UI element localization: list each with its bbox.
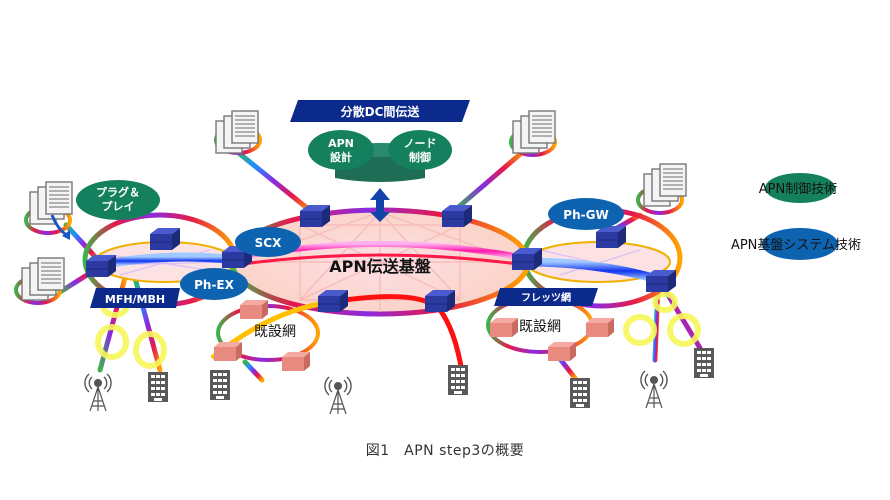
- server-icon: [512, 110, 556, 154]
- ph-gw-bubble: Ph-GW: [548, 198, 624, 230]
- legend-item-control: APN制御技術: [759, 173, 837, 203]
- network-node-icon: [645, 269, 677, 293]
- apn-transport-label: APN伝送基盤: [329, 257, 432, 276]
- server-icon: [215, 110, 259, 154]
- svg-text:APN基盤システム技術: APN基盤システム技術: [731, 238, 861, 253]
- legend: APN制御技術 APN基盤システム技術: [731, 173, 861, 260]
- legacy-network-label: 既設網: [519, 319, 561, 335]
- svg-text:APN制御技術: APN制御技術: [759, 182, 837, 197]
- legacy-ring-left: [216, 304, 320, 362]
- svg-text:設計: 設計: [330, 150, 352, 164]
- network-node-icon: [85, 254, 117, 278]
- legacy-node-icon: [490, 318, 518, 337]
- building-icon: [210, 370, 230, 400]
- svg-text:SCX: SCX: [255, 236, 282, 250]
- network-node-icon: [511, 247, 543, 271]
- network-node-icon: [149, 227, 181, 251]
- legacy-node-icon: [548, 342, 576, 361]
- antenna-icon: [640, 370, 668, 409]
- legacy-node-icon: [214, 342, 242, 361]
- antenna-icon: [84, 373, 112, 412]
- dc-banner: 分散DC間伝送: [290, 100, 470, 122]
- svg-text:Ph-GW: Ph-GW: [563, 208, 608, 222]
- legacy-network-label: 既設網: [254, 324, 296, 340]
- building-icon: [694, 348, 714, 378]
- plug-play-bubble: プラグ＆ プレイ: [76, 180, 160, 220]
- svg-text:APN: APN: [328, 137, 354, 150]
- mfh-mbh-banner: MFH/MBH: [90, 288, 180, 308]
- antenna-icon: [324, 376, 352, 415]
- svg-text:Ph-EX: Ph-EX: [194, 278, 235, 292]
- flets-banner: フレッツ網: [494, 288, 598, 306]
- figure-caption: 図1 APN step3の概要: [365, 443, 525, 459]
- svg-text:フレッツ網: フレッツ網: [521, 291, 571, 304]
- server-icon: [29, 181, 73, 225]
- building-icon: [148, 372, 168, 402]
- legacy-node-icon: [282, 352, 310, 371]
- node-control-bubble: ノード 制御: [388, 130, 452, 170]
- network-node-icon: [299, 204, 331, 228]
- scx-bubble: SCX: [235, 227, 301, 257]
- svg-text:MFH/MBH: MFH/MBH: [105, 293, 165, 306]
- building-icon: [448, 365, 468, 395]
- legend-item-infra: APN基盤システム技術: [731, 228, 861, 260]
- legacy-node-icon: [240, 300, 268, 319]
- svg-text:制御: 制御: [409, 150, 431, 164]
- red-band: [234, 253, 526, 267]
- building-icon: [570, 378, 590, 408]
- svg-text:プレイ: プレイ: [102, 199, 135, 213]
- network-node-icon: [424, 289, 456, 313]
- apn-design-bubble: APN 設計: [308, 130, 374, 170]
- double-arrow-icon: [370, 188, 390, 222]
- network-node-icon: [441, 204, 473, 228]
- server-icon: [643, 163, 687, 207]
- svg-text:ノード: ノード: [404, 137, 437, 150]
- network-node-icon: [595, 225, 627, 249]
- dc-banner-label: 分散DC間伝送: [341, 104, 421, 119]
- network-node-icon: [317, 289, 349, 313]
- ph-ex-bubble: Ph-EX: [180, 268, 248, 300]
- svg-text:プラグ＆: プラグ＆: [96, 185, 140, 199]
- legacy-node-icon: [586, 318, 614, 337]
